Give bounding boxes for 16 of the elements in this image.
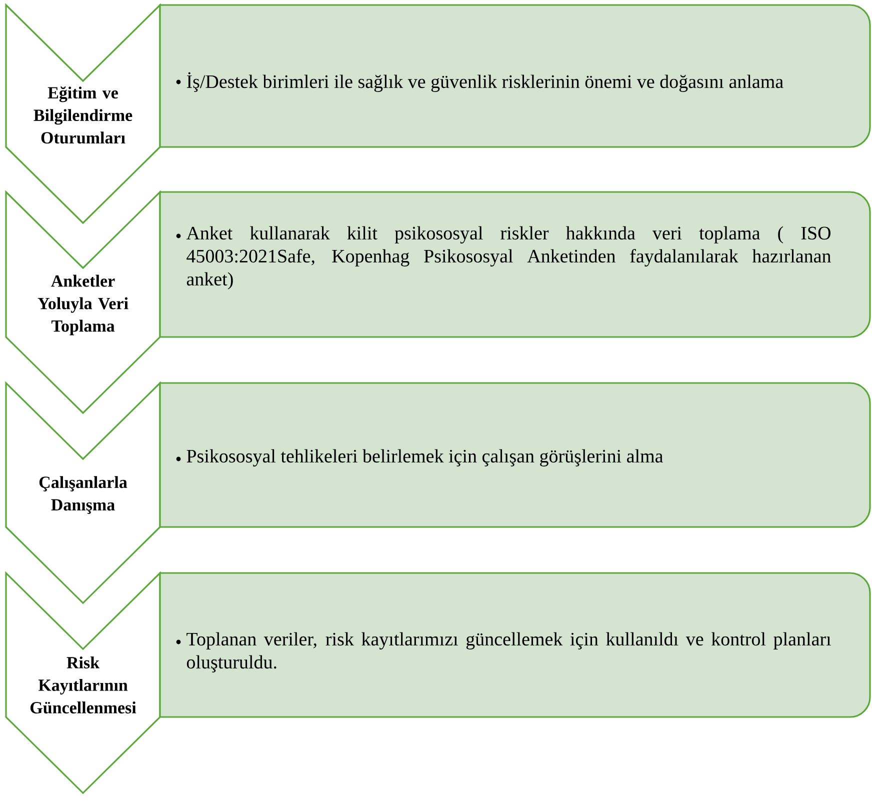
content-box [159,382,871,528]
bullet-text: Toplanan veriler, risk kayıtlarımızı güncellemek için kullanıldı ve kontrol planları oluşturuldu. [186,632,831,672]
step-label: Risk Kayıtlarının Güncellenmesi [30,656,136,714]
content-box [159,572,871,718]
step-label: Çalışanlarla Danışma [39,476,128,514]
content-box [159,191,871,338]
bullet-text: Anket kullanarak kilit psikososyal riskler hakkında veri toplama ( ISO 45003:2021Safe, Kopenhag Psikososyal Anketinden faydalanılarak hazırlanan anket) [186,226,831,290]
step-shape [5,571,161,794]
step-label: Anketler Yoluyla Veri Toplama [38,274,128,336]
bullet-text: İş/Destek birimleri ile sağlık ve güvenlik risklerinin önemi ve doğasını anlama [186,72,784,92]
step-label: Eğitim ve Bilgilendirme Oturumları [34,86,132,144]
step-shape [5,3,161,224]
bullet-text: Psikososyal tehlikeleri belirlemek için çalışan görüşlerini alma [186,449,663,466]
content-box [159,4,871,148]
step-shape [5,381,161,604]
step-shape [5,190,161,414]
